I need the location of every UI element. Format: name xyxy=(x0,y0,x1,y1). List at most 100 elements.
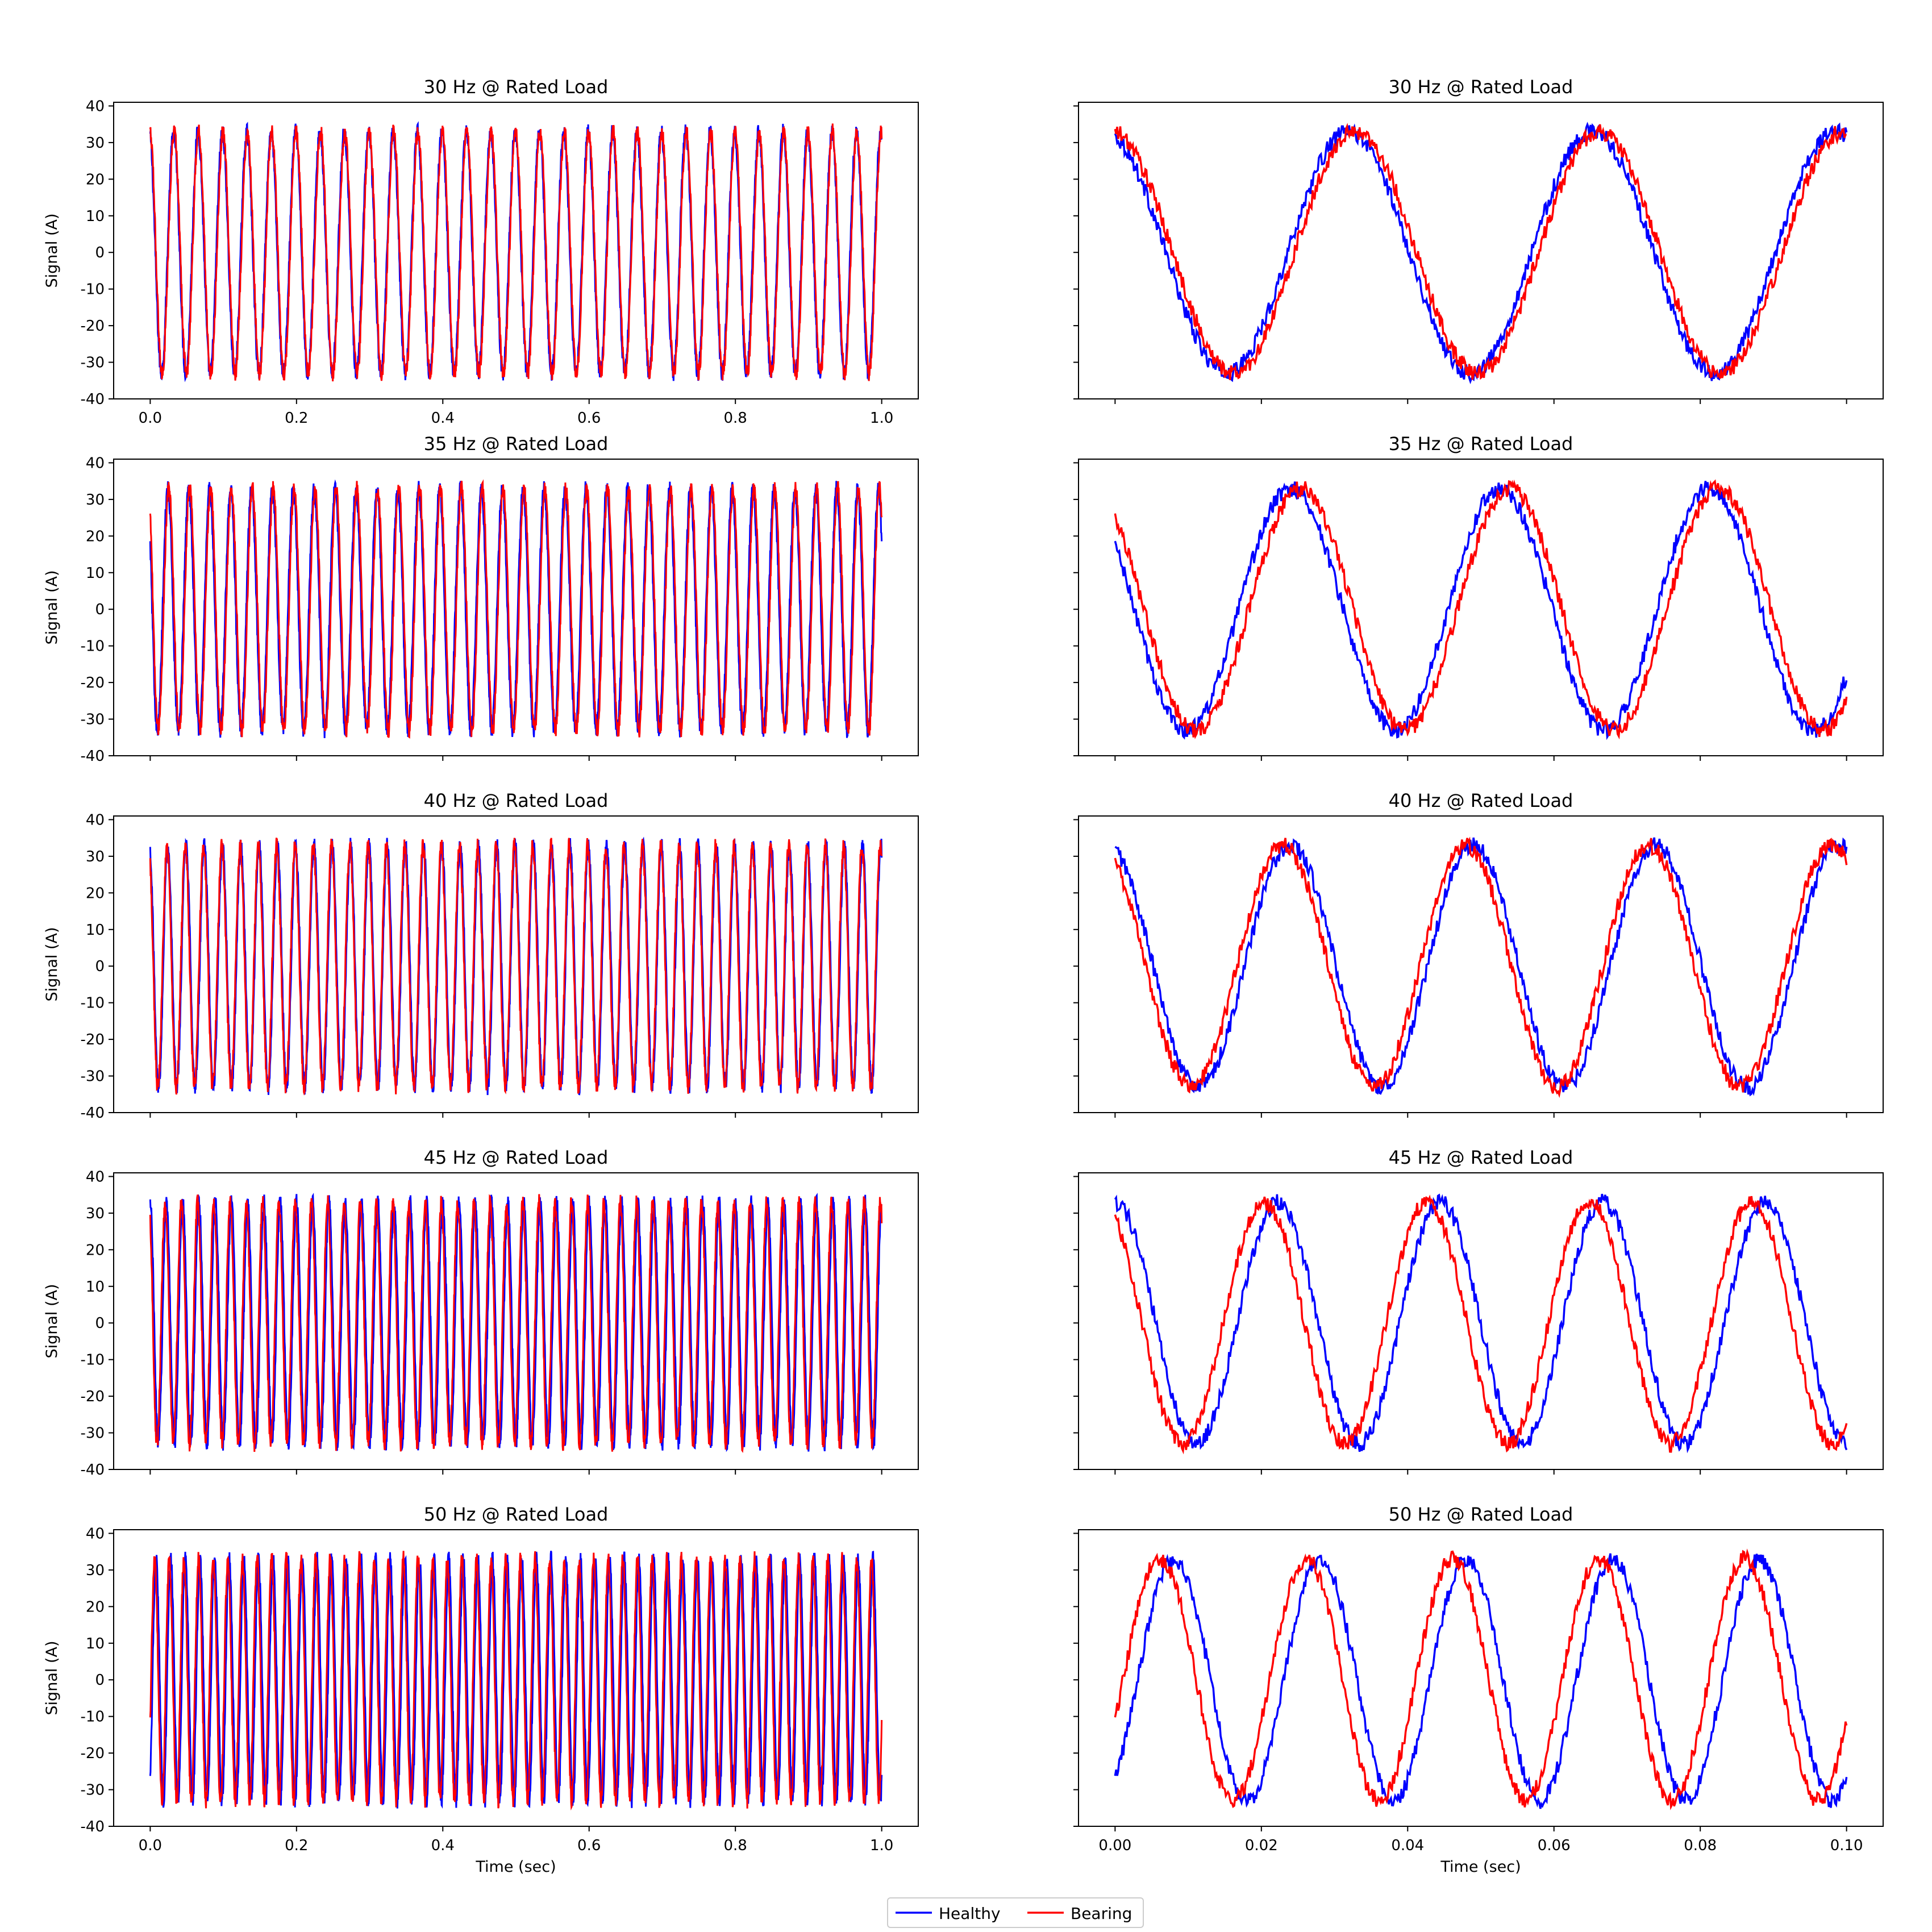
y-tick-label: 30 xyxy=(86,1562,105,1579)
subplot-title: 40 Hz @ Rated Load xyxy=(1389,790,1573,811)
axes-frame xyxy=(1078,459,1884,756)
y-tick-label: -20 xyxy=(81,674,105,692)
y-tick-label: 40 xyxy=(86,455,105,472)
y-axis-label: Signal (A) xyxy=(43,927,61,1001)
x-tick-label: 0.4 xyxy=(431,410,455,427)
series-line-bearing xyxy=(1114,479,1848,740)
axes-frame xyxy=(1078,1172,1884,1470)
x-tick-label: 0.00 xyxy=(1098,1837,1131,1854)
x-tick-label: 0.04 xyxy=(1391,1837,1424,1854)
legend: Healthy Bearing xyxy=(887,1897,1144,1928)
y-tick-label: -30 xyxy=(81,1425,105,1442)
y-tick-label: 20 xyxy=(86,171,105,188)
y-tick-label: 0 xyxy=(95,958,105,975)
y-tick-label: -20 xyxy=(81,1388,105,1405)
x-tick-label: 0.8 xyxy=(724,1837,747,1854)
y-tick-label: -20 xyxy=(81,1745,105,1762)
y-tick-label: -10 xyxy=(81,995,105,1012)
series-line-bearing xyxy=(1114,836,1848,1098)
x-tick-label: 0.8 xyxy=(724,410,747,427)
y-tick-label: 30 xyxy=(86,848,105,865)
x-tick-label: 0.0 xyxy=(139,410,162,427)
y-tick-label: 0 xyxy=(95,601,105,618)
x-tick-label: 1.0 xyxy=(870,410,893,427)
axes-frame xyxy=(113,1172,919,1470)
subplot-title: 30 Hz @ Rated Load xyxy=(424,76,609,98)
y-tick-label: -10 xyxy=(81,281,105,298)
y-tick-label: 40 xyxy=(86,1525,105,1542)
y-axis-label: Signal (A) xyxy=(43,213,61,288)
x-tick-label: 0.6 xyxy=(577,1837,601,1854)
series-line-bearing xyxy=(149,123,883,382)
subplot-title: 45 Hz @ Rated Load xyxy=(1389,1147,1573,1168)
axes-frame xyxy=(113,815,919,1113)
y-tick-label: 20 xyxy=(86,1242,105,1259)
series-line-bearing xyxy=(149,1551,883,1811)
subplot-title: 35 Hz @ Rated Load xyxy=(424,433,609,455)
series-line-bearing xyxy=(149,479,883,739)
subplot-3-zoom: 40 Hz @ Rated Load xyxy=(1073,790,1884,1118)
y-tick-label: 10 xyxy=(86,1279,105,1296)
y-tick-label: 10 xyxy=(86,922,105,939)
y-tick-label: 40 xyxy=(86,98,105,115)
x-axis-label: Time (sec) xyxy=(475,1858,556,1876)
y-tick-label: 10 xyxy=(86,565,105,582)
y-tick-label: -30 xyxy=(81,711,105,728)
subplot-title: 45 Hz @ Rated Load xyxy=(424,1147,609,1168)
series-line-bearing xyxy=(1114,1194,1848,1455)
y-tick-label: 30 xyxy=(86,135,105,152)
series-line-bearing xyxy=(149,1194,883,1453)
series-line-bearing xyxy=(1114,1548,1848,1810)
axes-frame xyxy=(113,1529,919,1827)
y-axis-label: Signal (A) xyxy=(43,1284,61,1358)
y-tick-label: -20 xyxy=(81,318,105,335)
y-axis-label: Signal (A) xyxy=(43,570,61,644)
series-line-healthy xyxy=(1114,837,1848,1097)
series-line-bearing xyxy=(149,838,883,1096)
x-axis-label: Time (sec) xyxy=(1440,1858,1521,1876)
y-tick-label: -30 xyxy=(81,1782,105,1799)
y-tick-label: 20 xyxy=(86,1598,105,1615)
x-tick-label: 0.2 xyxy=(285,1837,308,1854)
x-tick-label: 0.10 xyxy=(1830,1837,1863,1854)
subplot-grid: -40 -30 -20 -10 0 10 20 30 40 0.0 0.2 0.4 0.6 0.8 1.0 3… xyxy=(43,76,1884,1876)
y-axis-label: Signal (A) xyxy=(43,1640,61,1715)
y-tick-label: -30 xyxy=(81,355,105,372)
x-tick-label: 1.0 xyxy=(870,1837,893,1854)
y-tick-label: -20 xyxy=(81,1031,105,1048)
y-tick-label: -40 xyxy=(81,748,105,765)
y-tick-label: -40 xyxy=(81,391,105,408)
y-tick-label: -40 xyxy=(81,1818,105,1835)
y-tick-label: 0 xyxy=(95,1315,105,1332)
y-tick-label: -40 xyxy=(81,1462,105,1479)
x-tick-label: 0.02 xyxy=(1245,1837,1278,1854)
series-line-healthy xyxy=(1114,481,1848,740)
y-tick-label: 30 xyxy=(86,492,105,509)
x-tick-label: 0.06 xyxy=(1538,1837,1571,1854)
x-tick-label: 0.0 xyxy=(139,1837,162,1854)
series-line-healthy xyxy=(1114,1193,1848,1454)
axes-frame xyxy=(1078,1529,1884,1827)
subplot-title: 50 Hz @ Rated Load xyxy=(1389,1504,1573,1525)
subplot-1-zoom: 30 Hz @ Rated Load xyxy=(1073,76,1884,404)
subplot-2-zoom: 35 Hz @ Rated Load xyxy=(1073,433,1884,761)
axes-frame xyxy=(1078,102,1884,399)
axes-frame xyxy=(113,459,919,756)
subplot-title: 40 Hz @ Rated Load xyxy=(424,790,609,811)
y-tick-label: 20 xyxy=(86,528,105,545)
y-tick-label: -10 xyxy=(81,638,105,655)
y-tick-label: -40 xyxy=(81,1105,105,1122)
y-tick-label: -30 xyxy=(81,1068,105,1085)
series-line-healthy xyxy=(149,121,883,382)
y-tick-label: 10 xyxy=(86,1635,105,1652)
x-tick-label: 0.6 xyxy=(577,410,601,427)
y-tick-label: 0 xyxy=(95,244,105,261)
subplot-2-full: -40 -30 -20 -10 0 10 20 30 40 35 Hz @ Rated LoadS… xyxy=(43,433,919,765)
axes-frame xyxy=(113,102,919,399)
y-tick-label: -10 xyxy=(81,1352,105,1369)
y-tick-label: 30 xyxy=(86,1205,105,1222)
